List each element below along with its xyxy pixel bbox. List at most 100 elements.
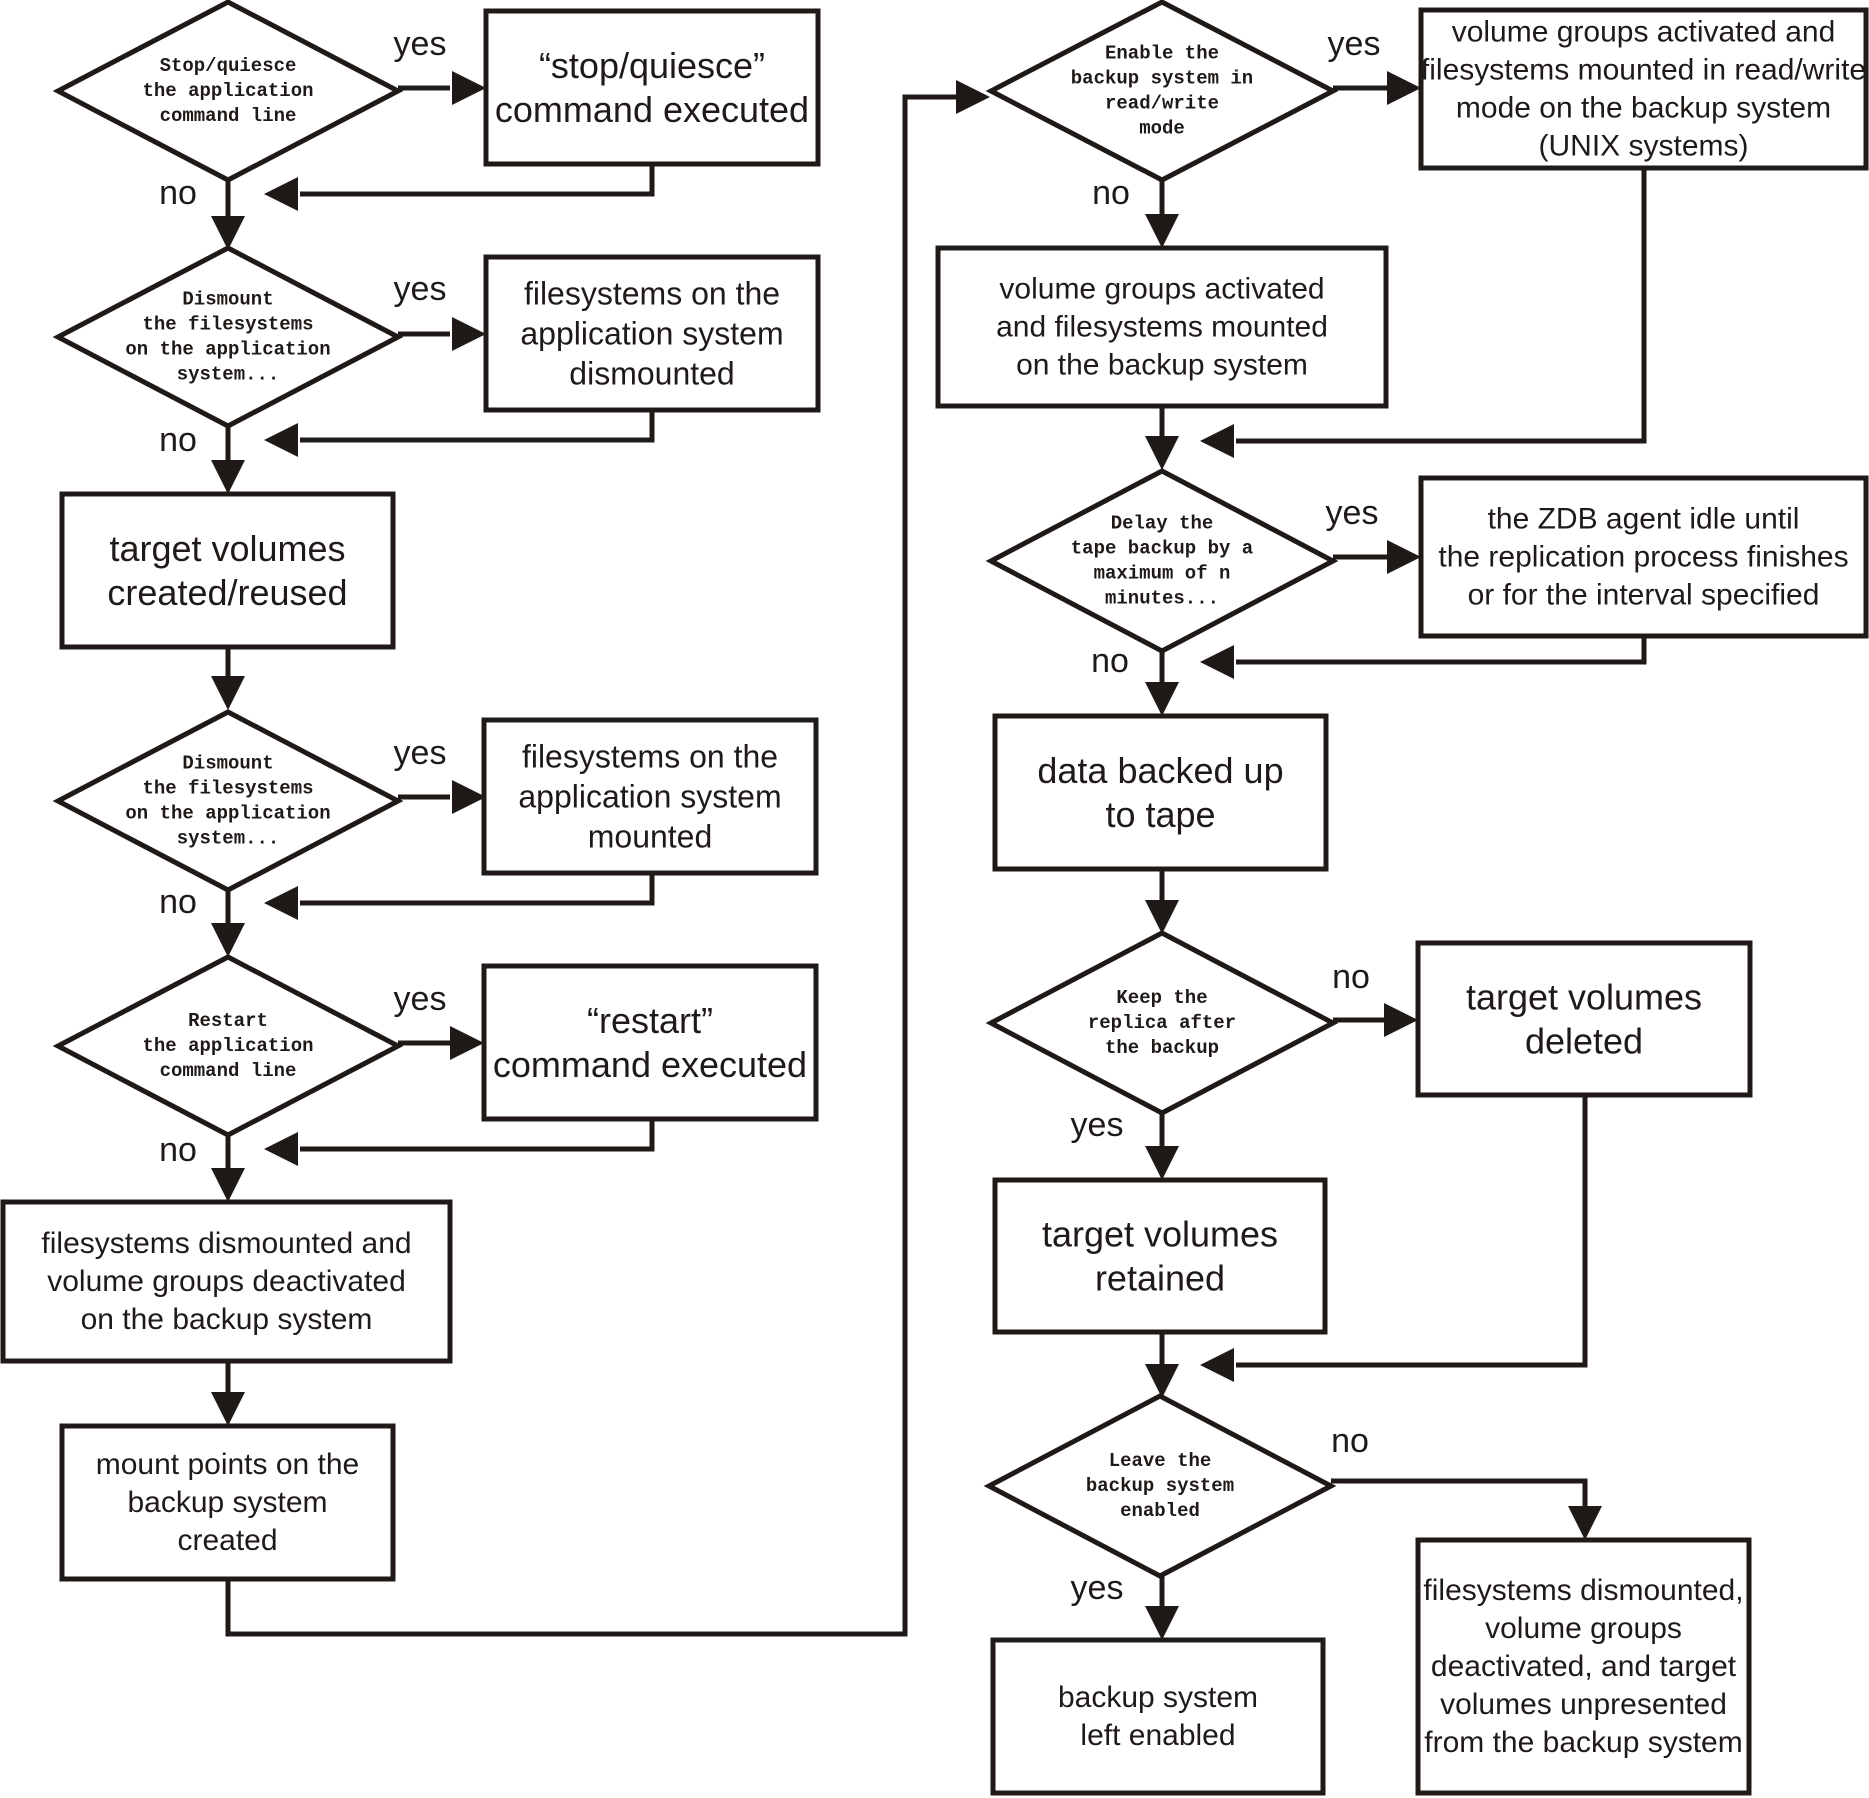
process-box-line: to tape	[1105, 794, 1215, 835]
decision-line: on the application	[125, 803, 330, 825]
decision-line: the backup	[1105, 1037, 1219, 1059]
arrowhead	[1145, 1364, 1179, 1398]
connector-line	[300, 1118, 655, 1152]
process-box-line: and filesystems mounted	[996, 311, 1328, 344]
process-box-line: volume groups deactivated	[47, 1265, 406, 1298]
process-box-line: deleted	[1525, 1021, 1643, 1062]
decision-line: Delay the	[1111, 513, 1214, 535]
process-box-line: the ZDB agent idle until	[1488, 503, 1800, 536]
process-box-line: mounted	[588, 819, 713, 855]
arrowhead	[1387, 71, 1421, 105]
arrowhead	[211, 1168, 245, 1202]
process-box-vg-rw: volume groups activated and filesystems m…	[1418, 7, 1869, 171]
arrowhead	[1200, 424, 1234, 458]
decision-line: Dismount	[182, 289, 273, 311]
decision-line: the application	[142, 80, 313, 102]
decision-line: Stop/quiesce	[160, 55, 297, 77]
process-box-line: filesystems dismounted,	[1423, 1574, 1743, 1607]
edge-label-no: no	[159, 1131, 197, 1169]
arrowhead	[1200, 645, 1234, 679]
process-box-line: deactivated, and target	[1431, 1650, 1737, 1683]
arrowhead	[1145, 214, 1179, 248]
edge-label-yes: yes	[1071, 1106, 1124, 1144]
process-box-line: mount points on the	[96, 1448, 360, 1481]
connector-line	[300, 874, 655, 906]
arrowhead	[264, 1132, 298, 1166]
process-box-fs-dismounted-backup: filesystems dismounted and volume groups …	[0, 1199, 453, 1364]
decision-line: Enable the	[1105, 43, 1219, 65]
arrowhead	[1145, 1606, 1179, 1640]
process-box-line: filesystems on the	[522, 739, 778, 775]
process-box-line: application system	[520, 316, 783, 352]
arrowhead	[211, 923, 245, 957]
decision-dismount-1: Dismount the filesystems on the applicatio…	[52, 245, 404, 429]
connector-line	[1236, 1095, 1588, 1368]
connector-line	[300, 410, 655, 443]
connector-line	[1236, 636, 1647, 665]
decision-line: read/write	[1105, 93, 1219, 115]
decision-line: tape backup by a	[1071, 538, 1253, 560]
edge-label-yes: yes	[394, 270, 447, 308]
process-box-line: volume groups	[1485, 1612, 1682, 1645]
arrowhead	[264, 886, 298, 920]
decision-line: minutes...	[1105, 588, 1219, 610]
process-box-line: target volumes	[1042, 1214, 1278, 1255]
process-box-fs-unpresented: filesystems dismounted, volume groups deac…	[1415, 1537, 1752, 1796]
process-box-line: the replication process finishes	[1438, 541, 1848, 574]
edge-label-yes: yes	[394, 734, 447, 772]
process-box-line: mode on the backup system	[1456, 92, 1831, 125]
arrowhead	[211, 216, 245, 250]
process-box-line: on the backup system	[81, 1303, 373, 1336]
process-box-stop-executed: “stop/quiesce”command executed	[483, 8, 821, 167]
process-box-mount-points: mount points on the backup system created	[59, 1423, 396, 1582]
edge-label-yes: yes	[1326, 494, 1379, 532]
process-box-line: target volumes	[109, 528, 345, 569]
process-box-line: application system	[518, 779, 781, 815]
process-box-line: dismounted	[569, 356, 734, 392]
decision-line: the filesystems	[142, 314, 313, 336]
process-box-line: volume groups activated and	[1452, 16, 1836, 49]
arrowhead	[452, 317, 486, 351]
connector-line	[300, 165, 655, 197]
connector-line	[1236, 168, 1647, 444]
decision-line: on the application	[125, 339, 330, 361]
process-box-line: volumes unpresented	[1440, 1688, 1727, 1721]
arrowhead	[1145, 682, 1179, 716]
decision-line: Dismount	[182, 753, 273, 775]
process-box-line: “stop/quiesce”	[539, 45, 765, 86]
process-box-line: filesystems mounted in read/write	[1421, 54, 1866, 87]
edge-label-no: no	[159, 174, 197, 212]
decision-line: Restart	[188, 1010, 268, 1032]
process-box-line: created	[177, 1524, 277, 1557]
process-box-line: backup system	[127, 1486, 327, 1519]
process-box-line: data backed up	[1037, 750, 1283, 791]
edge-label-no: no	[1332, 958, 1370, 996]
arrowhead	[211, 676, 245, 710]
process-box-zdb-idle: the ZDB agent idle until the replication …	[1418, 475, 1869, 639]
decision-line: enabled	[1120, 1500, 1200, 1522]
connector-line	[225, 94, 956, 1637]
process-box-line: filesystems dismounted and	[41, 1227, 411, 1260]
process-box-line: command executed	[495, 89, 809, 130]
edge-label-yes: yes	[1328, 25, 1381, 63]
decision-line: backup system in	[1071, 68, 1253, 90]
decision-line: the filesystems	[142, 778, 313, 800]
arrowhead	[450, 1026, 484, 1060]
arrowhead	[1200, 1348, 1234, 1382]
decision-line: system...	[177, 364, 280, 386]
decision-line: Keep the	[1116, 987, 1207, 1009]
decision-line: backup system	[1086, 1475, 1234, 1497]
flow-connectors	[211, 71, 1647, 1640]
process-box-line: created/reused	[107, 572, 347, 613]
arrowhead	[1387, 540, 1421, 574]
edge-label-yes: yes	[394, 25, 447, 63]
